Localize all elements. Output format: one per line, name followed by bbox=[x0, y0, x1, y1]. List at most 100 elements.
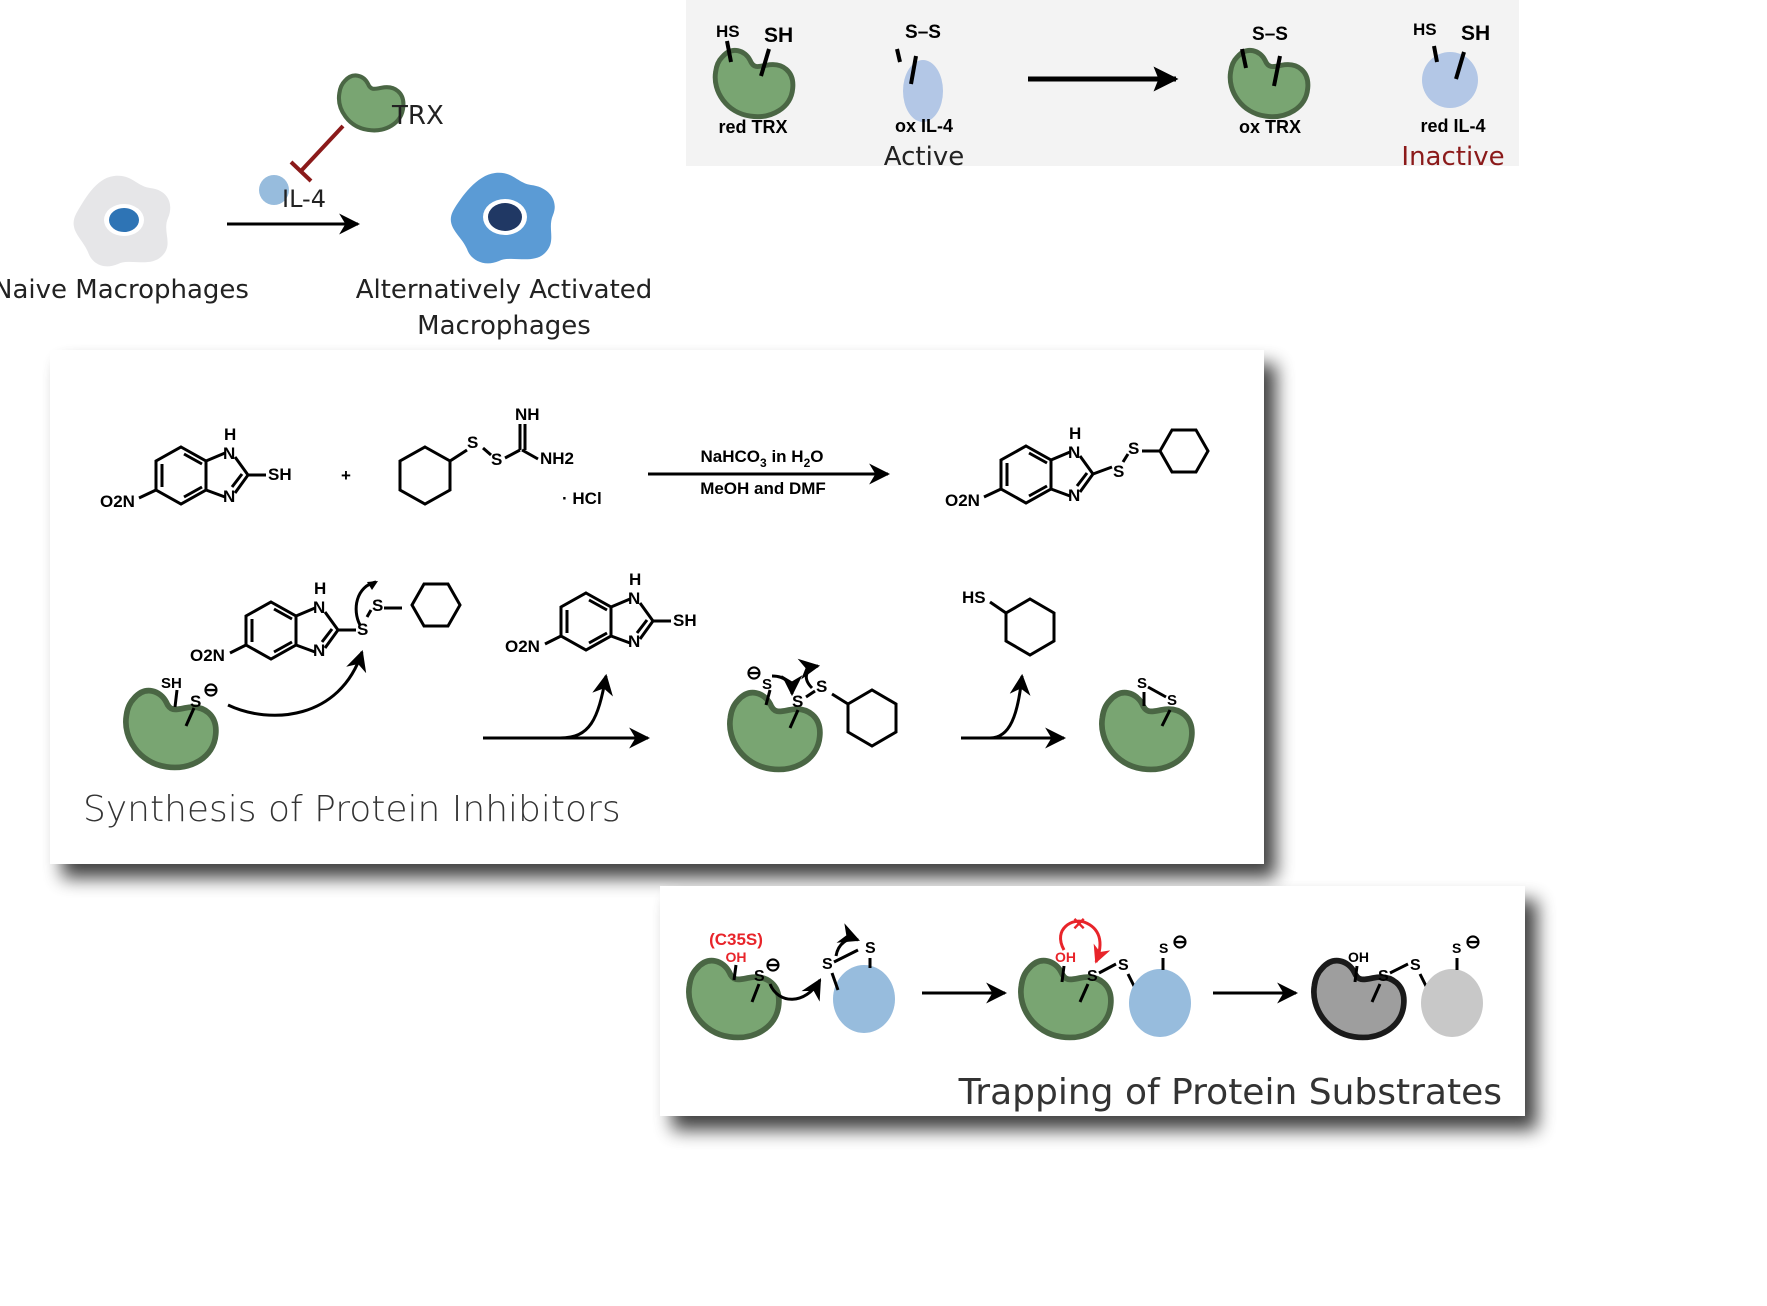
atom-n: N bbox=[1068, 443, 1080, 462]
ox-il4-state: Active bbox=[884, 142, 964, 172]
cond-nahco: NaHCO bbox=[701, 447, 761, 466]
atom-s: S bbox=[1128, 439, 1139, 458]
atom-n: N bbox=[223, 444, 235, 463]
leaving-group-structure bbox=[544, 591, 671, 652]
red-trx-group-sh: SH bbox=[764, 24, 793, 47]
atom-s: S bbox=[1167, 692, 1177, 709]
ox-trx-label: ox TRX bbox=[1239, 117, 1301, 137]
substrate-protein-icon bbox=[833, 965, 895, 1033]
atom-n: N bbox=[313, 641, 325, 660]
plus-sign: + bbox=[341, 466, 351, 485]
atom-n: N bbox=[313, 598, 325, 617]
negative-charge: ⊖ bbox=[1465, 932, 1481, 953]
atom-s: S bbox=[1118, 957, 1129, 974]
cyclohexanethiol-structure bbox=[989, 597, 1056, 657]
blocked-resolution-arrow bbox=[1059, 919, 1111, 964]
atom-s: S bbox=[865, 940, 876, 957]
activated-macrophages-label-line1: Alternatively Activated bbox=[356, 275, 653, 305]
red-il4-group-hs: HS bbox=[1413, 20, 1437, 39]
atom-s: S bbox=[1378, 968, 1389, 985]
inhibition-arrow bbox=[289, 124, 345, 183]
product-disulfide-inhibitor bbox=[983, 428, 1210, 505]
blocked-mark: × bbox=[1073, 911, 1086, 936]
reactant-cyclohexyl-disulfide-isothiourea bbox=[398, 424, 539, 506]
red-il4-label: red IL-4 bbox=[1420, 116, 1485, 136]
nucleophilic-attack-arrow bbox=[227, 650, 367, 717]
atom-s: S bbox=[467, 433, 478, 452]
arrowhead bbox=[367, 581, 378, 590]
cyclohexyl-ring bbox=[846, 688, 898, 748]
atom-s: S bbox=[190, 692, 201, 711]
atom-s: S bbox=[1087, 968, 1098, 985]
atom-no2: O2N bbox=[190, 646, 225, 665]
atom-s: S bbox=[1410, 957, 1421, 974]
redox-exchange-panel: HS SH red TRX S–S ox IL-4 Active S–S ox … bbox=[686, 0, 1519, 172]
atom-s: S bbox=[1137, 675, 1147, 692]
atom-s: S bbox=[1452, 940, 1461, 956]
atom-s: S bbox=[792, 692, 803, 711]
atom-h: H bbox=[1069, 424, 1081, 443]
step-arrow-2 bbox=[961, 673, 1067, 749]
activation-scheme: TRX IL-4 Naive Macrophages Alternatively… bbox=[0, 75, 652, 341]
atom-s: S bbox=[1159, 940, 1168, 956]
atom-n: N bbox=[628, 632, 640, 651]
atom-sh: SH bbox=[161, 675, 182, 692]
naive-macrophage-icon bbox=[73, 175, 171, 267]
oh-group: OH bbox=[1348, 949, 1369, 965]
mutation-label: (C35S) bbox=[709, 930, 763, 949]
atom-no2: O2N bbox=[945, 491, 980, 510]
negative-charge: ⊖ bbox=[765, 955, 781, 976]
activated-macrophage-icon bbox=[450, 172, 555, 264]
atom-no2: O2N bbox=[505, 637, 540, 656]
ox-il4-icon bbox=[903, 60, 943, 122]
atom-h: H bbox=[224, 425, 236, 444]
atom-n: N bbox=[628, 589, 640, 608]
atom-nh: NH bbox=[515, 405, 540, 424]
atom-nh2: NH2 bbox=[540, 449, 574, 468]
atom-s: S bbox=[754, 968, 765, 985]
il4-protein-icon bbox=[259, 175, 289, 205]
atom-h: H bbox=[629, 570, 641, 589]
atom-s: S bbox=[762, 676, 772, 693]
ox-trx-bond: S–S bbox=[1252, 24, 1288, 45]
red-il4-state: Inactive bbox=[1401, 142, 1504, 172]
atom-s: S bbox=[372, 596, 383, 615]
reactant-nitrobenzimidazole-thiol bbox=[138, 445, 266, 506]
cond-sub2: 2 bbox=[804, 456, 811, 470]
atom-no2: O2N bbox=[100, 492, 135, 511]
red-il4-icon bbox=[1422, 52, 1478, 108]
oh-group: OH bbox=[1055, 949, 1076, 965]
step-arrow-1 bbox=[483, 673, 651, 749]
synthesis-panel: H N N SH O2N + S S NH NH2 · HCl NaHCO3 i… bbox=[50, 350, 1264, 864]
negative-charge: ⊖ bbox=[203, 680, 219, 701]
synthesis-panel-title: Synthesis of Protein Inhibitors bbox=[83, 789, 621, 830]
red-trx-group-hs: HS bbox=[716, 22, 740, 41]
negative-charge: ⊖ bbox=[1172, 932, 1188, 953]
negative-charge: ⊖ bbox=[746, 663, 762, 684]
activated-macrophages-label-line2: Macrophages bbox=[417, 311, 591, 341]
red-trx-label: red TRX bbox=[718, 117, 787, 137]
atom-s: S bbox=[822, 956, 833, 973]
cond-sub3: 3 bbox=[760, 456, 767, 470]
conditions-line2: MeOH and DMF bbox=[700, 479, 826, 498]
atom-h: H bbox=[314, 579, 326, 598]
trapping-panel-title: Trapping of Protein Substrates bbox=[958, 1072, 1502, 1113]
atom-s: S bbox=[491, 450, 502, 469]
atom-s: S bbox=[816, 677, 827, 696]
trapped-substrate-icon bbox=[1129, 969, 1191, 1037]
il4-label: IL-4 bbox=[282, 185, 326, 213]
conditions-line1: NaHCO3 in H2O bbox=[701, 447, 824, 470]
atom-sh: SH bbox=[673, 611, 697, 630]
atom-sh: SH bbox=[268, 465, 292, 484]
cond-o: O bbox=[810, 447, 823, 466]
red-il4-group-sh: SH bbox=[1461, 22, 1490, 45]
naive-macrophages-label: Naive Macrophages bbox=[0, 275, 249, 305]
atom-n: N bbox=[1068, 486, 1080, 505]
atom-hs: HS bbox=[962, 588, 986, 607]
gray-substrate-icon bbox=[1421, 969, 1483, 1037]
trx-label: TRX bbox=[391, 101, 444, 131]
hcl-salt: · HCl bbox=[562, 489, 602, 508]
ox-il4-bond: S–S bbox=[905, 22, 941, 43]
atom-s: S bbox=[357, 620, 368, 639]
